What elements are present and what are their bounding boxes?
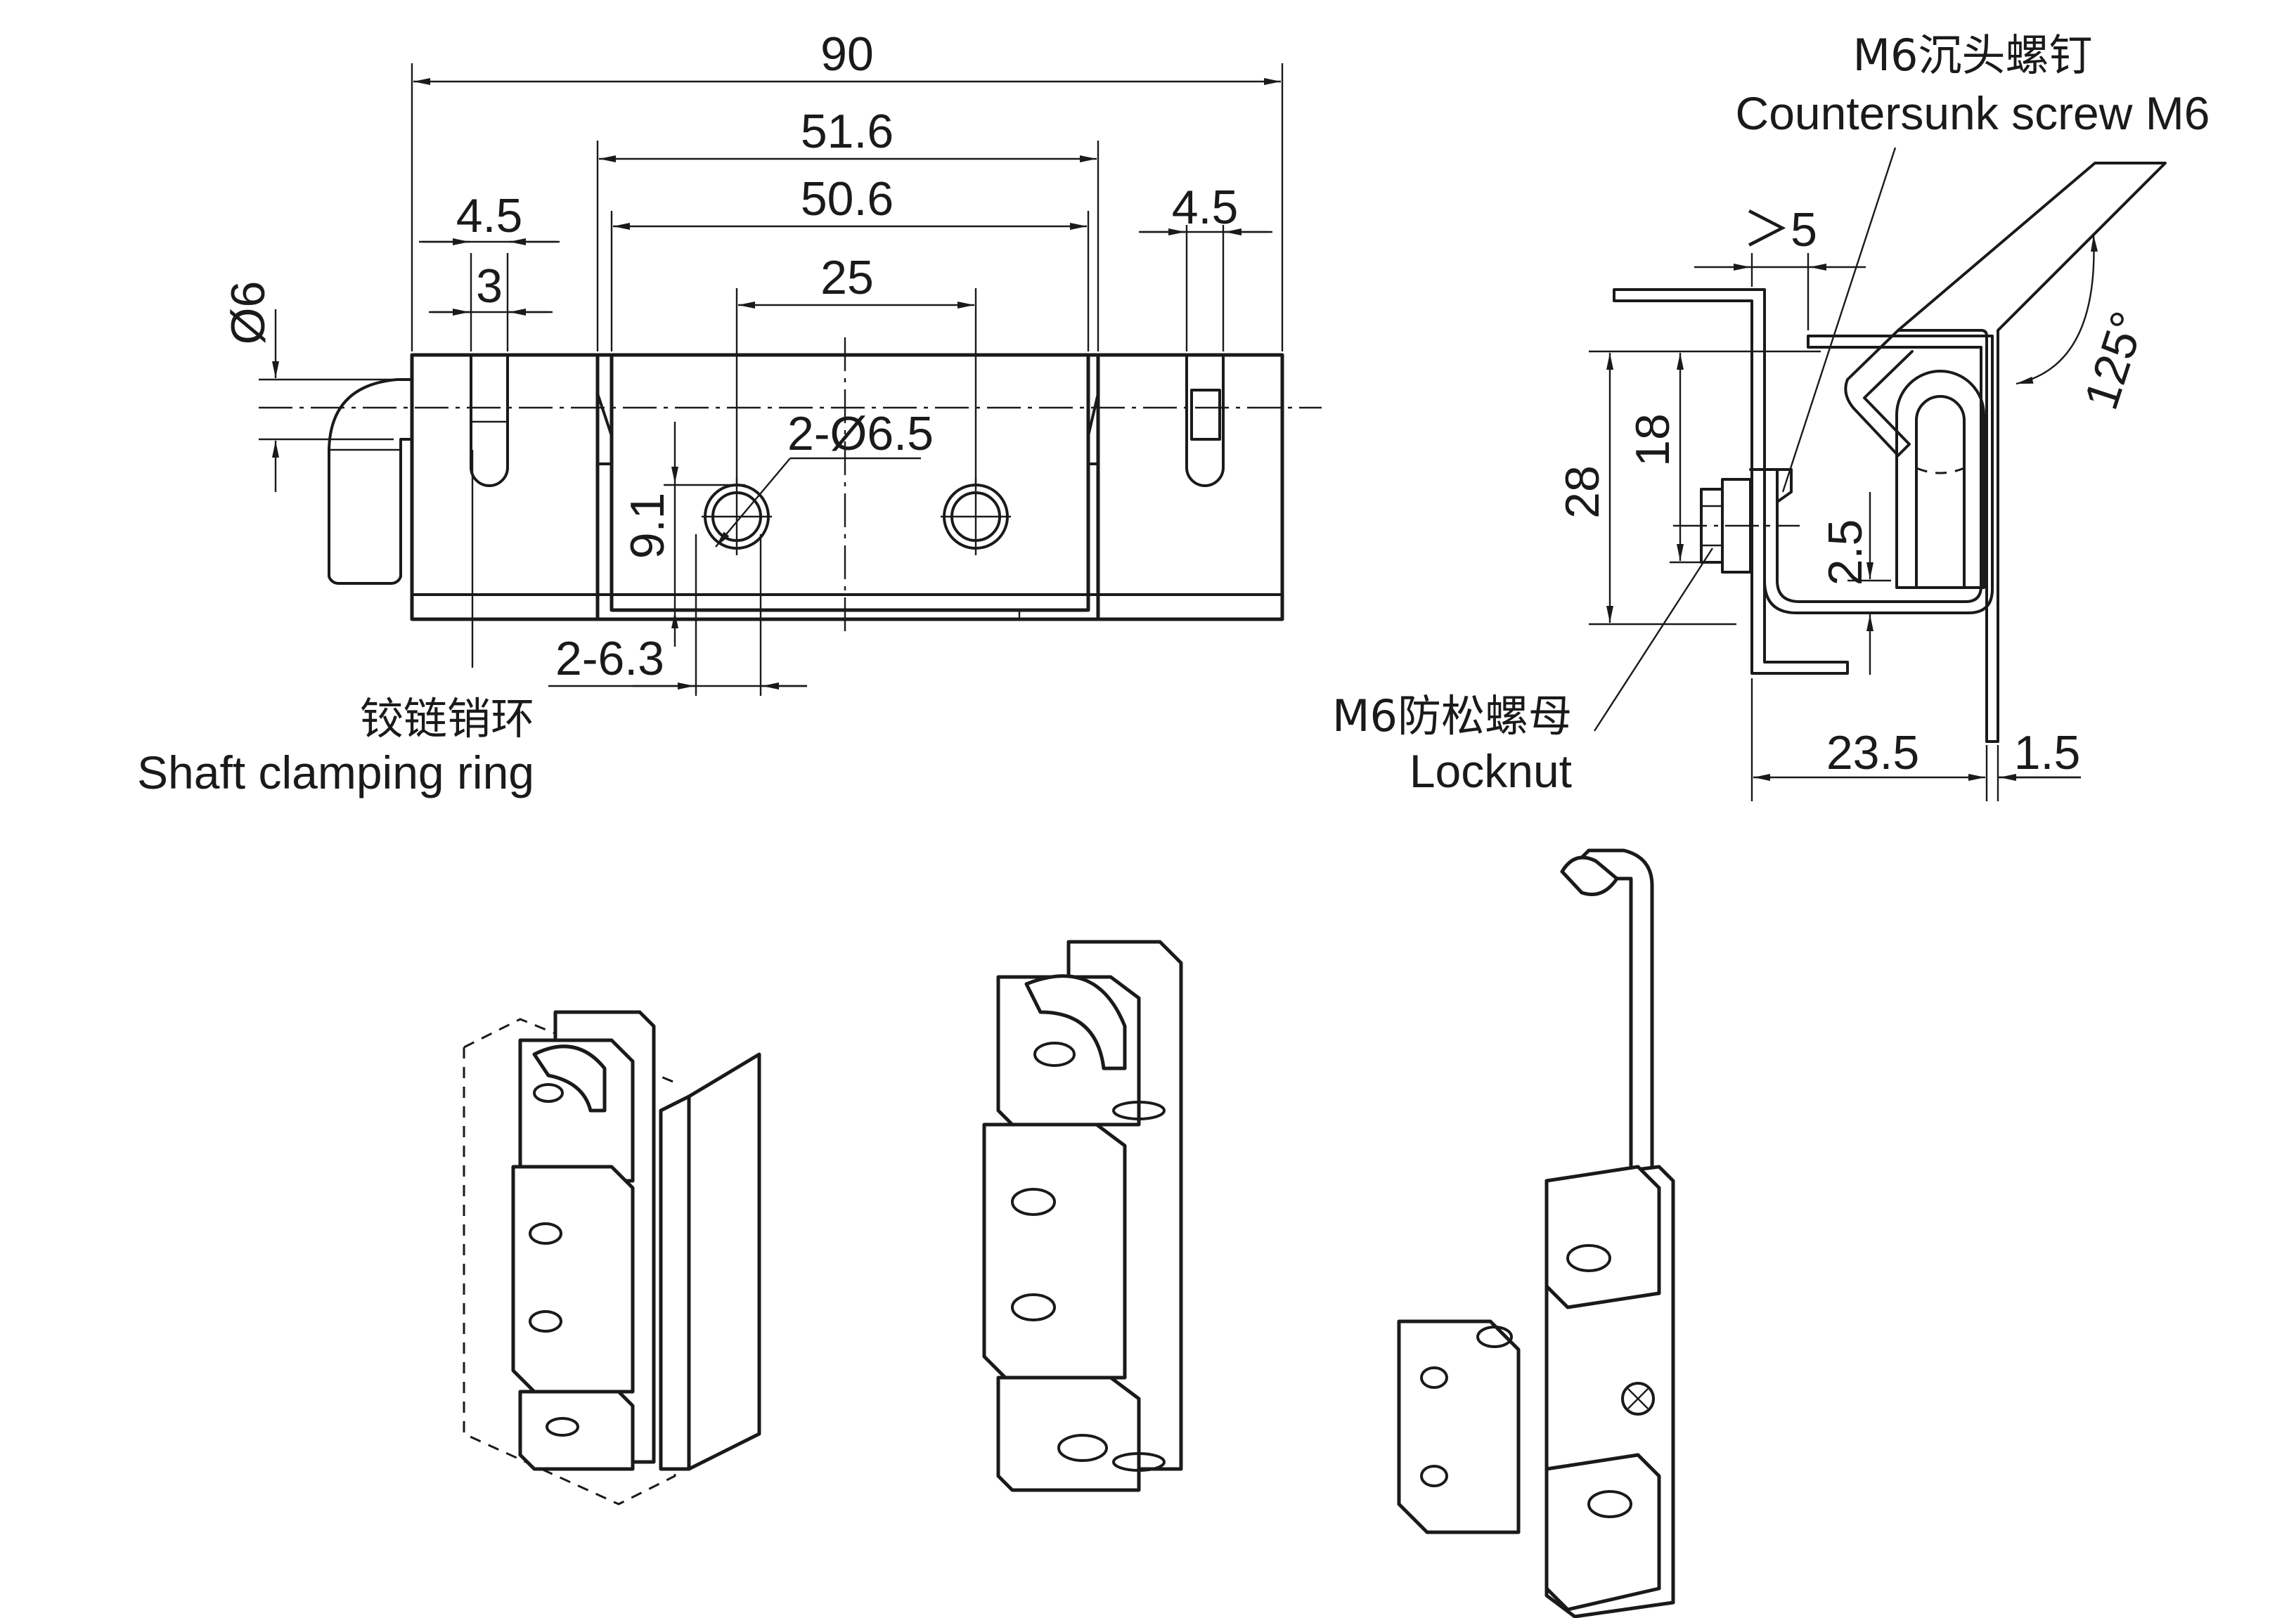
countersunk-screw <box>1763 468 1793 503</box>
pin-slot <box>1895 370 1985 589</box>
dim-depth-23-5: 23.5 <box>1826 726 1919 779</box>
dim-holes: 2-Ø6.5 <box>787 407 934 460</box>
dim-ring-width: 3 <box>476 259 503 313</box>
door-leaf <box>1897 162 2167 743</box>
front-view-outline <box>410 353 1284 621</box>
dim-hole-spacing: 25 <box>820 251 874 304</box>
hinge-bracket <box>1749 335 1994 614</box>
dim-height-18: 18 <box>1626 413 1679 467</box>
side-view-dimensions: ＞5 28 18 2.5 23.5 1.5 125° M6沉头螺钉 Counte… <box>1332 30 2210 801</box>
dim-slot-width-left: 4.5 <box>456 189 523 242</box>
dim-overall-length: 90 <box>820 27 874 81</box>
left-slot <box>470 354 509 487</box>
dim-51-6: 51.6 <box>801 105 894 158</box>
isometric-exploded <box>1397 848 1675 1618</box>
side-view <box>1613 162 2167 743</box>
dim-thickness-1-5: 1.5 <box>2014 726 2081 779</box>
callout-nut-zh: M6防松螺母 <box>1332 690 1572 742</box>
callout-screw-en: Countersunk screw M6 <box>1736 87 2210 139</box>
dim-50-6: 50.6 <box>801 172 894 226</box>
callout-ring-en: Shaft clamping ring <box>137 746 534 798</box>
dim-slot-width-right: 4.5 <box>1172 181 1239 234</box>
center-leaf <box>610 353 1090 612</box>
dim-hole-height: 9.1 <box>621 493 674 559</box>
dim-gap-min: ＞5 <box>1743 203 1817 257</box>
dim-offset-2-5: 2.5 <box>1819 519 1872 586</box>
dim-opening-angle: 125° <box>2074 305 2155 415</box>
angle-arc <box>2016 234 2098 385</box>
dim-pin-diameter: Ø6 <box>221 281 275 345</box>
dim-height-28: 28 <box>1556 465 1609 519</box>
callout-screw-zh: M6沉头螺钉 <box>1853 30 2093 81</box>
right-slot <box>1185 354 1225 487</box>
dim-slot-length: 2-6.3 <box>555 632 664 685</box>
pin <box>328 378 413 585</box>
callout-nut-en: Locknut <box>1410 745 1572 797</box>
callout-ring-zh: 铰链销环 <box>360 693 534 744</box>
isometric-mounted <box>463 1010 761 1506</box>
front-view <box>259 337 1322 633</box>
isometric-assembled <box>982 940 1183 1492</box>
front-view-dimensions: 90 51.6 50.6 25 4.5 3 4.5 Ø6 2-Ø6.5 9.1 … <box>137 27 1284 798</box>
frame-profile <box>1613 288 1849 675</box>
